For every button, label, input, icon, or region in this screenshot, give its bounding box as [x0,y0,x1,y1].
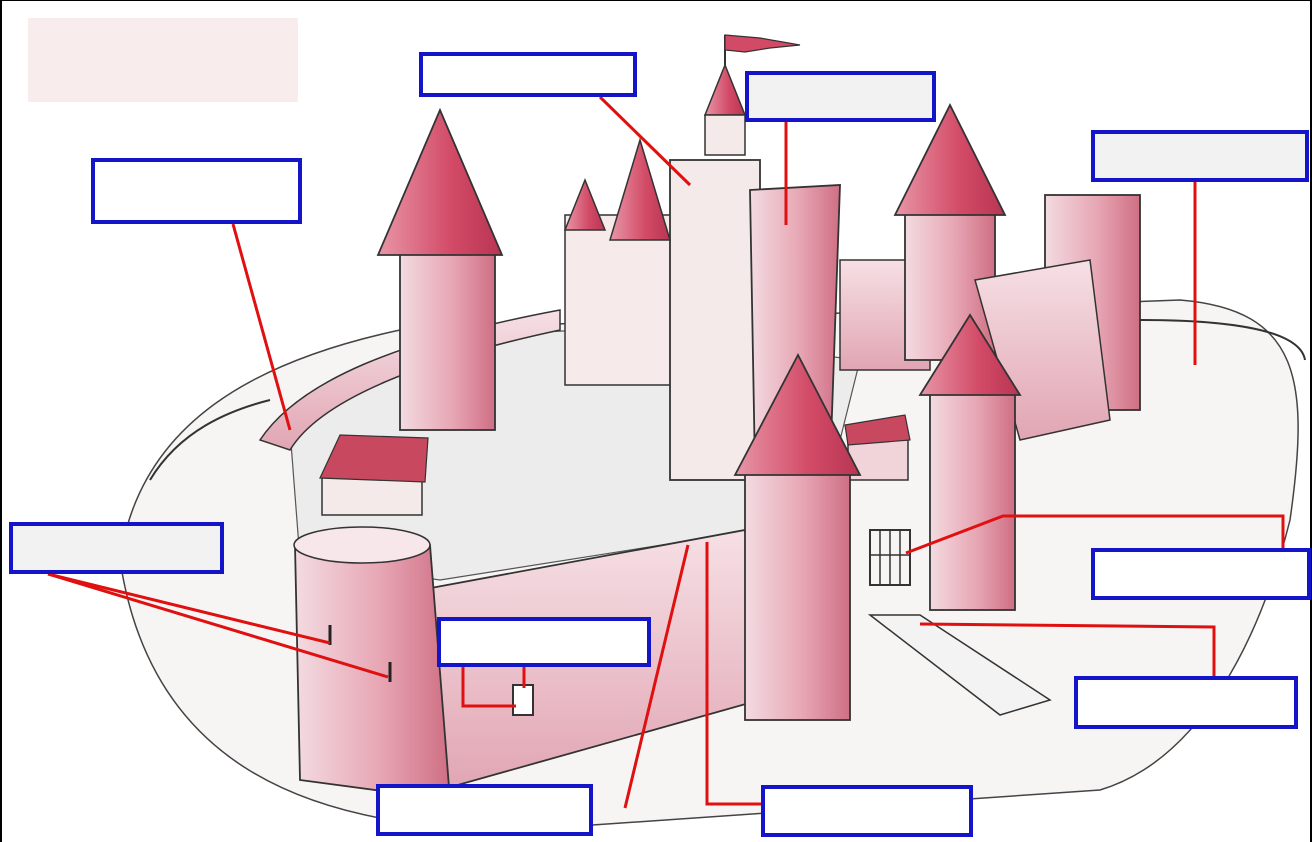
front-right-tower [745,470,850,720]
label-box-3[interactable] [91,158,302,224]
label-box-9[interactable] [376,784,593,836]
label-box-4[interactable] [1091,130,1309,182]
flag [725,35,800,52]
front-left-tower-top [294,527,430,563]
keep-turret [705,115,745,155]
left-tower-roof [378,110,502,255]
label-box-7[interactable] [1091,548,1311,600]
label-box-5[interactable] [9,522,224,574]
keep-spire [705,65,745,115]
left-tower [400,250,495,430]
stable-roof [320,435,428,482]
keep-tower [670,160,760,480]
label-box-10[interactable] [761,785,973,837]
faded-patch [28,18,298,102]
postern-window [513,685,533,715]
small-roof-left [565,180,605,230]
label-box-6[interactable] [437,617,651,667]
label-box-8[interactable] [1074,676,1298,729]
label-box-1[interactable] [419,52,637,97]
gate-tower [930,390,1015,610]
label-box-2[interactable] [745,71,936,122]
